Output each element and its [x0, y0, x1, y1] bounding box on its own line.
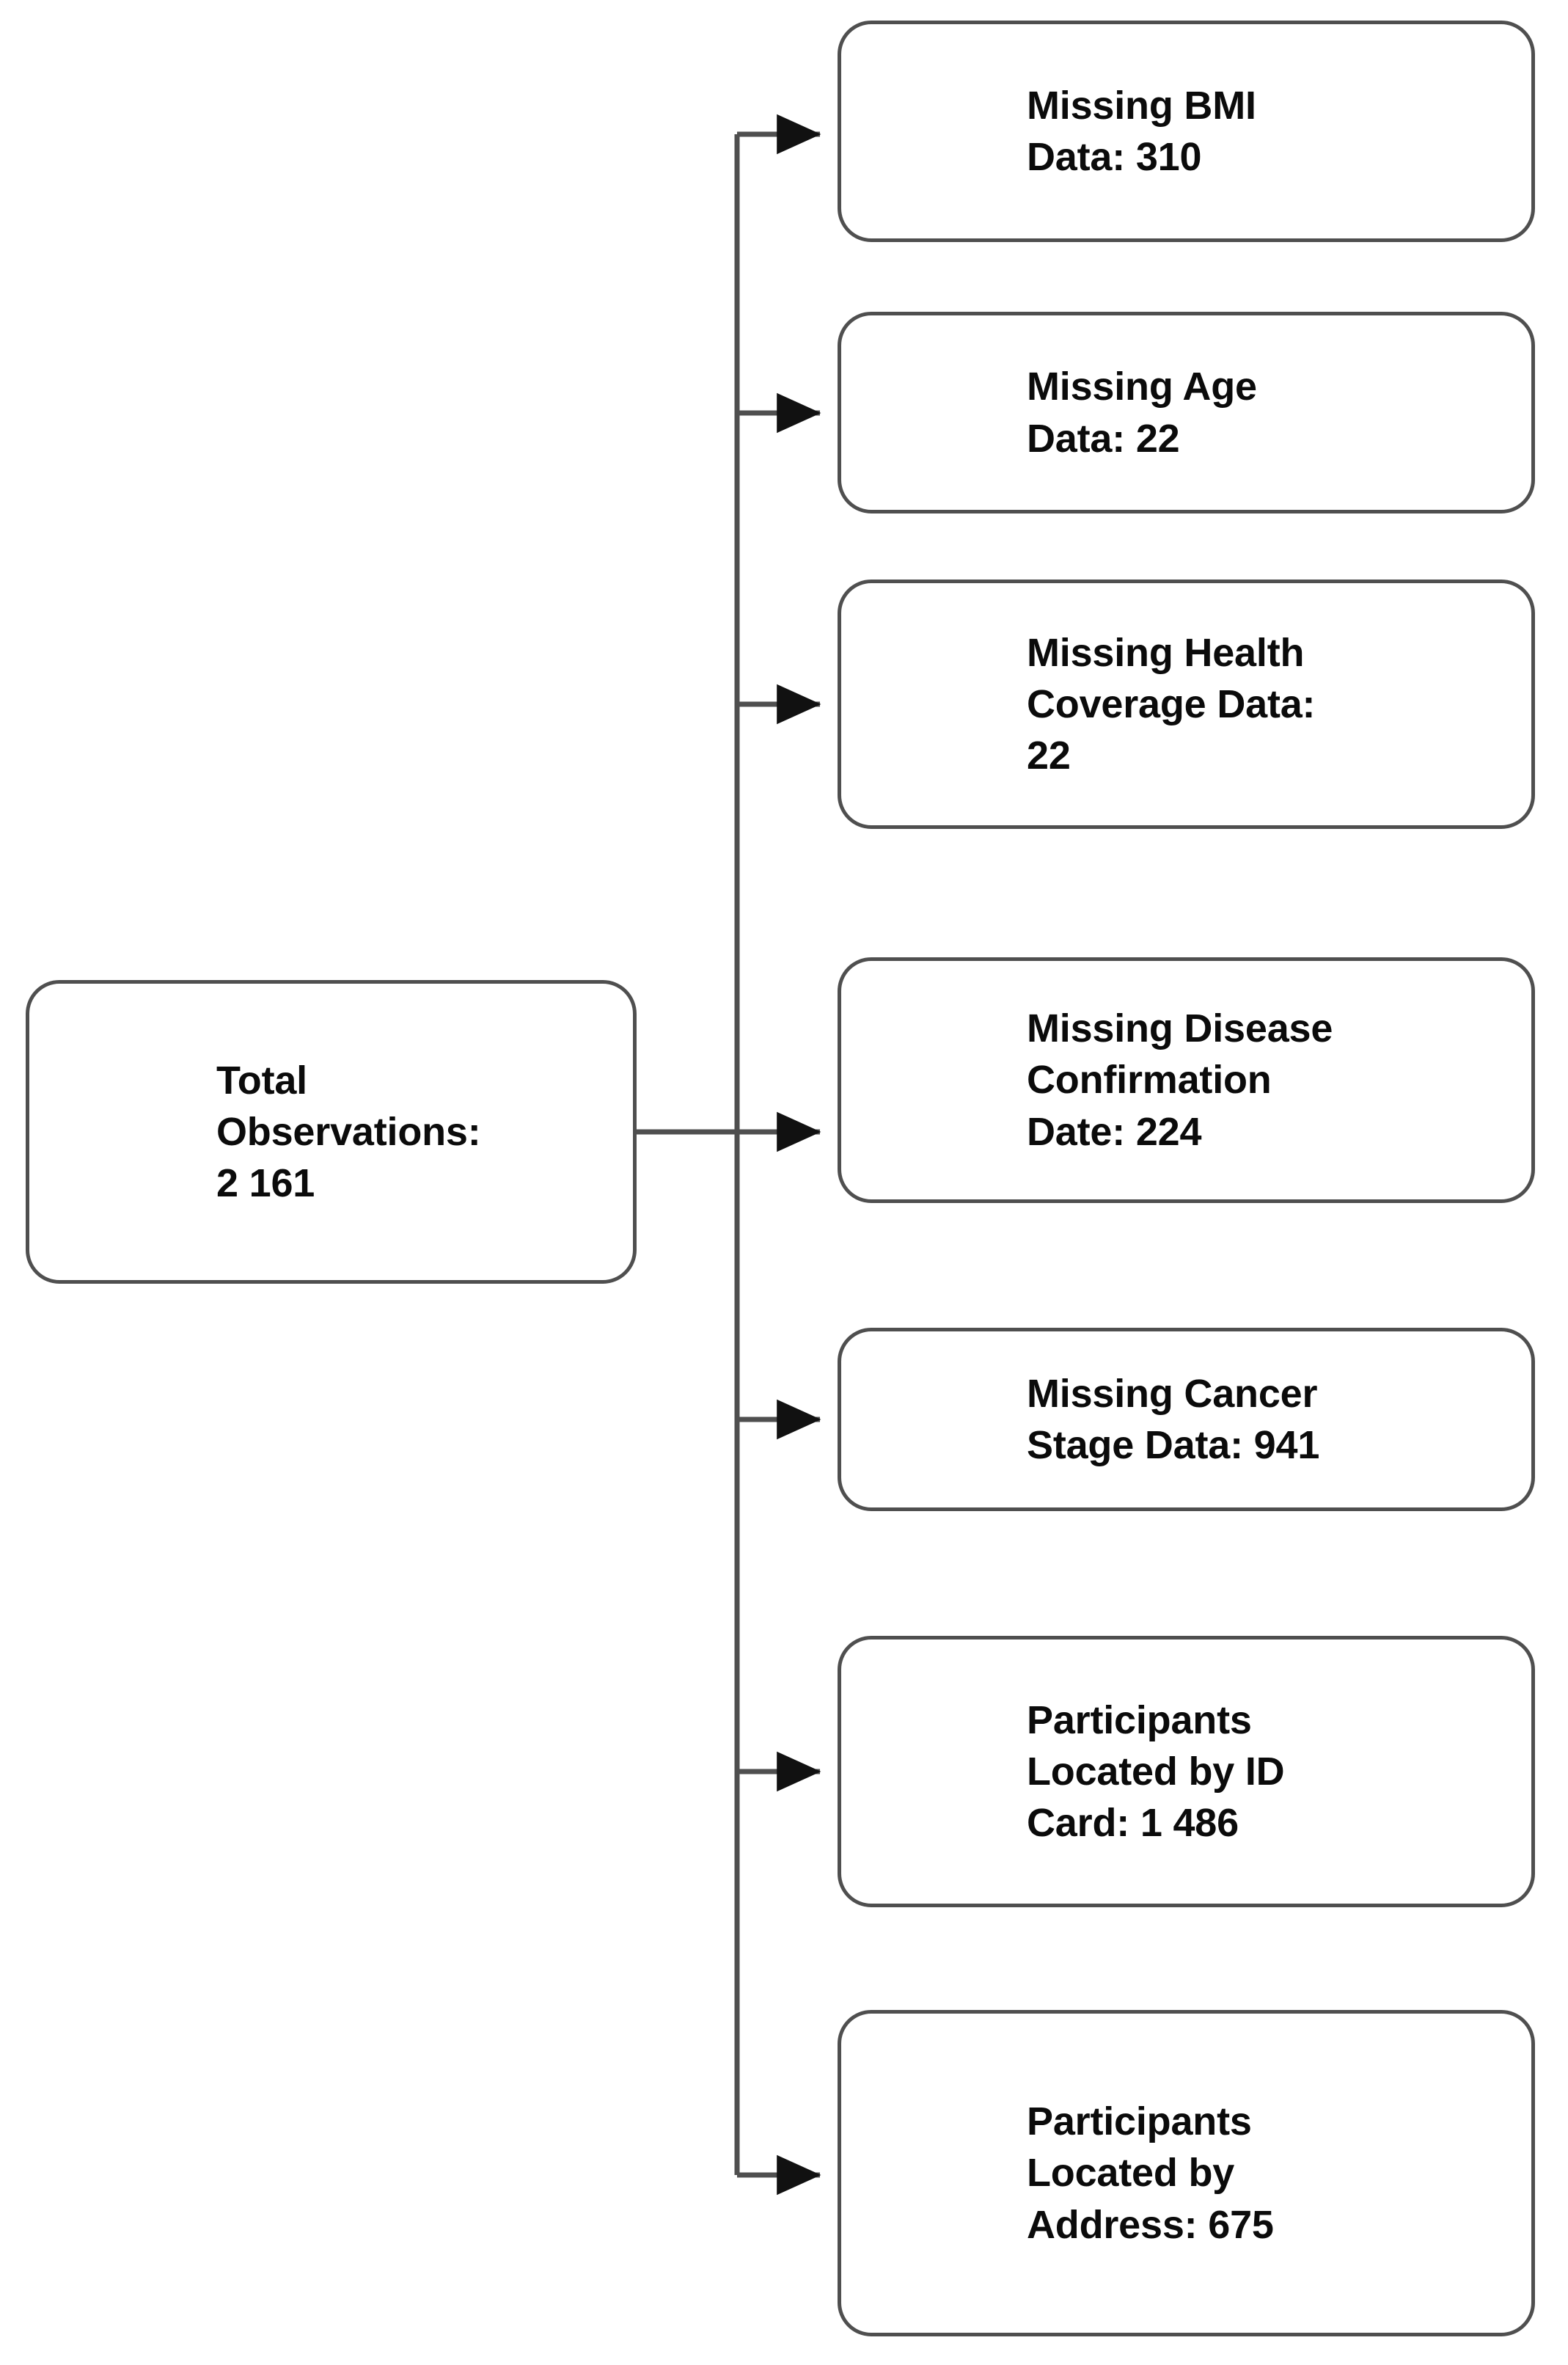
- node-line: Missing BMI: [1027, 83, 1256, 128]
- node-line: Card: 1 486: [1027, 1801, 1239, 1846]
- node-line: Coverage Data:: [1027, 681, 1316, 726]
- node-line: Participants: [1027, 2099, 1252, 2144]
- node-line: Missing Health: [1027, 630, 1305, 675]
- node-total-observations[interactable]: Total Observations: 2 161: [26, 980, 637, 1284]
- node-line: Located by ID: [1027, 1749, 1285, 1794]
- node-line: Missing Age: [1027, 365, 1257, 409]
- node-participants-located-by-address[interactable]: Participants Located by Address: 675: [838, 2010, 1535, 2336]
- node-line: Missing Disease: [1027, 1006, 1333, 1051]
- node-line: Data: 310: [1027, 135, 1202, 179]
- node-missing-age-data[interactable]: Missing Age Data: 22: [838, 312, 1535, 513]
- node-line: Date: 224: [1027, 1109, 1202, 1154]
- node-missing-bmi-data[interactable]: Missing BMI Data: 310: [838, 21, 1535, 242]
- node-line: Missing Cancer: [1027, 1371, 1318, 1416]
- node-line: Total: [216, 1058, 307, 1103]
- node-line: Observations:: [216, 1109, 481, 1154]
- node-line: Data: 22: [1027, 416, 1180, 461]
- node-line: 22: [1027, 734, 1071, 778]
- node-missing-disease-confirmation-date[interactable]: Missing Disease Confirmation Date: 224: [838, 957, 1535, 1203]
- node-line: Located by: [1027, 2151, 1235, 2196]
- node-missing-health-coverage-data[interactable]: Missing Health Coverage Data: 22: [838, 580, 1535, 829]
- node-line: 2 161: [216, 1161, 315, 1206]
- node-participants-located-by-id-card[interactable]: Participants Located by ID Card: 1 486: [838, 1636, 1535, 1907]
- node-line: Confirmation: [1027, 1058, 1272, 1103]
- node-line: Participants: [1027, 1697, 1252, 1742]
- node-line: Stage Data: 941: [1027, 1423, 1320, 1467]
- node-missing-cancer-stage-data[interactable]: Missing Cancer Stage Data: 941: [838, 1328, 1535, 1511]
- node-line: Address: 675: [1027, 2202, 1274, 2247]
